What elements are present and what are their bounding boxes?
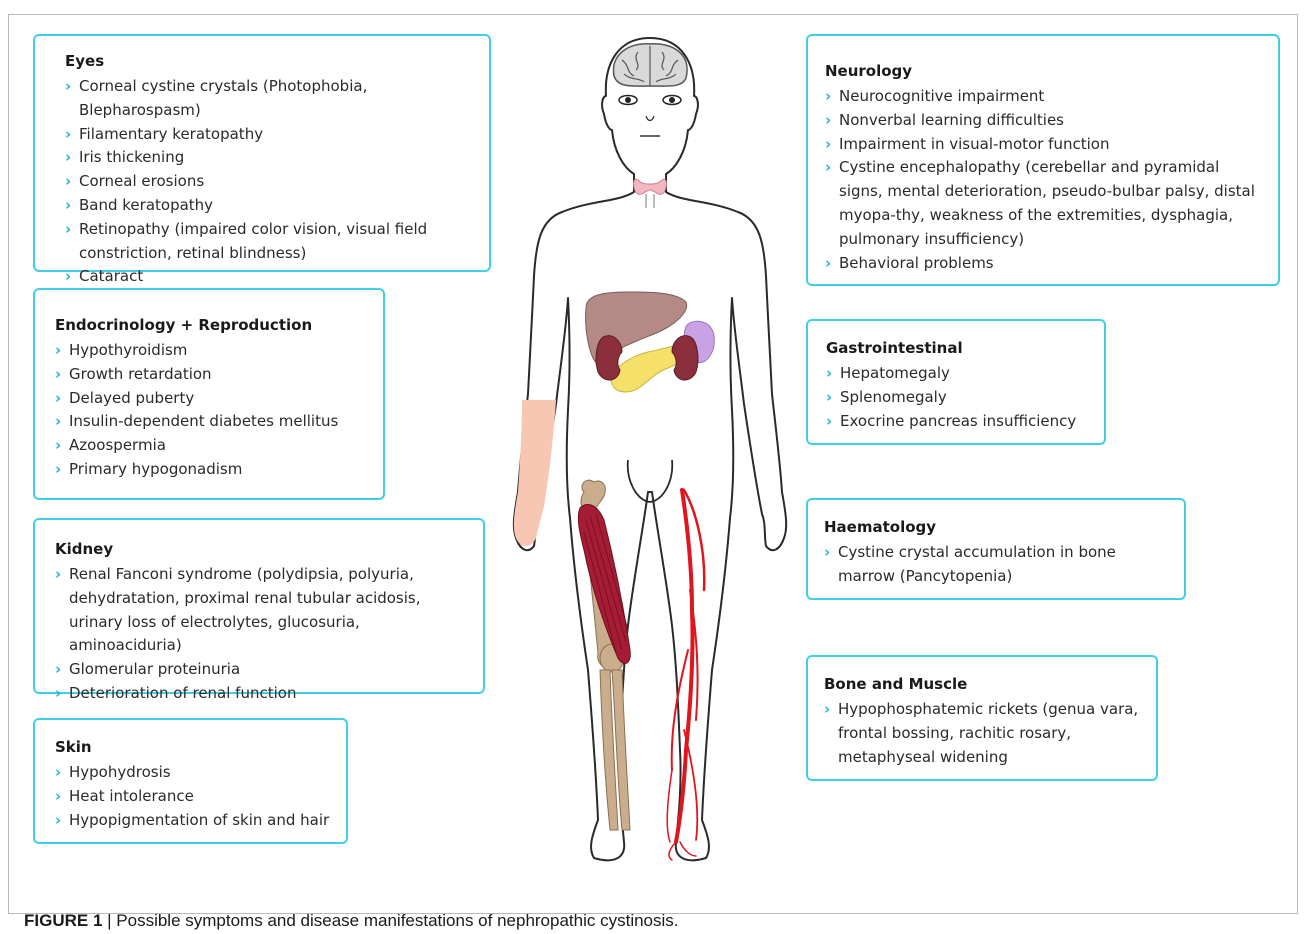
- haematology-title: Haematology: [824, 516, 1170, 538]
- symptom-item: Impairment in visual-motor function: [825, 133, 1264, 157]
- symptom-item: Renal Fanconi syndrome (polydipsia, poly…: [55, 563, 469, 658]
- symptom-item: Retinopathy (impaired color vision, visu…: [65, 218, 479, 266]
- symptom-item: Corneal cystine crystals (Photophobia, B…: [65, 75, 479, 123]
- symptom-item: Cystine crystal accumulation in bone mar…: [824, 541, 1170, 589]
- symptom-item: Hepatomegaly: [826, 362, 1094, 386]
- kidney-list: Renal Fanconi syndrome (polydipsia, poly…: [55, 563, 469, 706]
- bone-muscle-box: Bone and Muscle Hypophosphatemic rickets…: [806, 655, 1158, 781]
- gastrointestinal-title: Gastrointestinal: [826, 337, 1094, 359]
- brain-icon: [613, 44, 687, 86]
- haematology-box: Haematology Cystine crystal accumulation…: [806, 498, 1186, 600]
- symptom-item: Cystine encephalopathy (cerebellar and p…: [825, 156, 1264, 251]
- symptom-item: Splenomegaly: [826, 386, 1094, 410]
- symptom-item: Azoospermia: [55, 434, 373, 458]
- skin-patch-icon: [514, 400, 556, 546]
- endocrinology-box: Endocrinology + Reproduction Hypothyroid…: [33, 288, 385, 500]
- symptom-item: Iris thickening: [65, 146, 479, 170]
- figure-label: FIGURE 1: [24, 911, 102, 930]
- kidney-title: Kidney: [55, 538, 469, 560]
- symptom-item: Primary hypogonadism: [55, 458, 373, 482]
- symptom-item: Glomerular proteinuria: [55, 658, 469, 682]
- symptom-item: Hypopigmentation of skin and hair: [55, 809, 336, 833]
- symptom-item: Nonverbal learning difficulties: [825, 109, 1264, 133]
- endocrinology-list: HypothyroidismGrowth retardationDelayed …: [55, 339, 373, 482]
- symptom-item: Deterioration of renal function: [55, 682, 469, 706]
- human-body-illustration: [500, 30, 800, 880]
- symptom-item: Hypohydrosis: [55, 761, 336, 785]
- symptom-item: Hypothyroidism: [55, 339, 373, 363]
- symptom-item: Hypophosphatemic rickets (genua vara, fr…: [824, 698, 1142, 769]
- symptom-item: Band keratopathy: [65, 194, 479, 218]
- bone-muscle-title: Bone and Muscle: [824, 673, 1142, 695]
- skin-box: Skin HypohydrosisHeat intoleranceHypopig…: [33, 718, 348, 844]
- symptom-item: Exocrine pancreas insufficiency: [826, 410, 1094, 434]
- endocrinology-title: Endocrinology + Reproduction: [55, 314, 373, 336]
- eyes-box: Eyes Corneal cystine crystals (Photophob…: [33, 34, 491, 272]
- gastrointestinal-list: HepatomegalySplenomegalyExocrine pancrea…: [826, 362, 1094, 433]
- symptom-item: Insulin-dependent diabetes mellitus: [55, 410, 373, 434]
- skin-title: Skin: [55, 736, 336, 758]
- right-kidney-icon: [672, 336, 698, 380]
- caption-text: Possible symptoms and disease manifestat…: [116, 911, 678, 930]
- skin-list: HypohydrosisHeat intoleranceHypopigmenta…: [55, 761, 336, 832]
- symptom-item: Neurocognitive impairment: [825, 85, 1264, 109]
- kidney-box: Kidney Renal Fanconi syndrome (polydipsi…: [33, 518, 485, 694]
- symptom-item: Corneal erosions: [65, 170, 479, 194]
- figure-caption: FIGURE 1 | Possible symptoms and disease…: [24, 911, 679, 931]
- left-kidney-icon: [596, 336, 622, 380]
- symptom-item: Delayed puberty: [55, 387, 373, 411]
- gastrointestinal-box: Gastrointestinal HepatomegalySplenomegal…: [806, 319, 1106, 445]
- neurology-box: Neurology Neurocognitive impairmentNonve…: [806, 34, 1280, 286]
- neurology-title: Neurology: [825, 60, 1264, 82]
- eyes-title: Eyes: [65, 50, 479, 72]
- body-outline: [514, 38, 786, 860]
- symptom-item: Growth retardation: [55, 363, 373, 387]
- neurology-list: Neurocognitive impairmentNonverbal learn…: [825, 85, 1264, 275]
- symptom-item: Filamentary keratopathy: [65, 123, 479, 147]
- symptom-item: Heat intolerance: [55, 785, 336, 809]
- symptom-item: Cataract: [65, 265, 479, 289]
- haematology-list: Cystine crystal accumulation in bone mar…: [824, 541, 1170, 589]
- eyes-list: Corneal cystine crystals (Photophobia, B…: [65, 75, 479, 289]
- symptom-item: Behavioral problems: [825, 252, 1264, 276]
- caption-separator: |: [102, 911, 116, 930]
- bone-muscle-list: Hypophosphatemic rickets (genua vara, fr…: [824, 698, 1142, 769]
